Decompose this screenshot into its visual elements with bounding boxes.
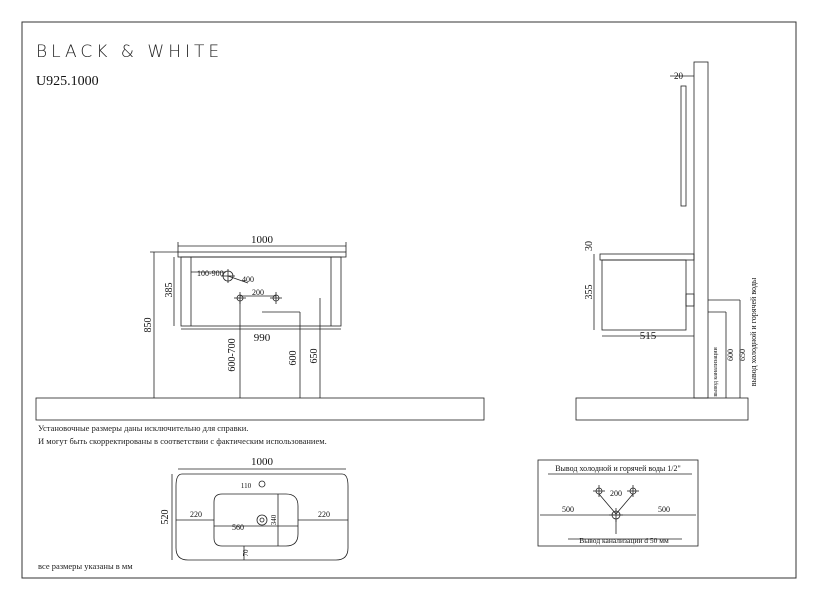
basin-drain (256, 514, 268, 526)
label-front-990: 990 (254, 332, 271, 344)
legend-title: Вывод холодной и горячей воды 1/2" (555, 464, 681, 473)
label-front-850: 850 (143, 318, 154, 333)
label-top-520: 520 (160, 510, 171, 525)
side-view (575, 61, 749, 421)
drawing-frame (21, 21, 797, 579)
side-mirror (680, 85, 687, 207)
front-cabinet (180, 256, 342, 327)
front-countertop (177, 251, 347, 258)
label-side-355: 355 (584, 285, 595, 300)
units-note: все размеры указаны в мм (38, 561, 133, 571)
label-front-range: 100-900 (197, 269, 224, 278)
label-front-400: 400 (242, 275, 254, 284)
label-side-650: 650 (738, 349, 747, 361)
label-side-drain: вывод канализации (713, 347, 719, 397)
label-side-515: 515 (640, 330, 657, 342)
label-side-water: вывод холодной и горячей воды (749, 277, 758, 386)
top-view (171, 468, 349, 561)
label-top-340: 340 (270, 514, 278, 525)
legend-box (537, 459, 699, 547)
label-top-110: 110 (241, 482, 252, 490)
label-top-1000: 1000 (251, 456, 274, 468)
outlet-legend (537, 459, 699, 547)
front-floor (35, 397, 485, 421)
label-side-20: 20 (674, 71, 684, 81)
brand-logo: BLACK & WHITE (36, 42, 224, 62)
label-front-1000: 1000 (251, 234, 274, 246)
label-front-650: 650 (309, 349, 320, 364)
front-view (35, 242, 485, 421)
legend-200: 200 (610, 489, 622, 498)
label-front-600: 600 (288, 351, 299, 366)
basin-outline (175, 473, 349, 561)
legend-drain-label: Вывод канализации d 50 мм (579, 536, 669, 545)
side-countertop (599, 253, 695, 261)
side-wall (693, 61, 709, 399)
label-front-200: 200 (252, 288, 264, 297)
legend-500-left: 500 (562, 505, 574, 514)
basin-bowl (213, 493, 299, 547)
label-top-70: 70 (242, 549, 250, 557)
label-front-600-700: 600-700 (227, 338, 238, 371)
label-side-600: 600 (726, 349, 735, 361)
label-top-220-right: 220 (318, 510, 330, 519)
label-side-30: 30 (584, 241, 595, 251)
legend-500-right: 500 (658, 505, 670, 514)
reference-note-line2: И могут быть скорректированы в соответст… (38, 436, 327, 446)
side-pipe-stub (685, 293, 695, 307)
side-cabinet (601, 259, 687, 331)
basin-tap-hole (258, 480, 266, 488)
model-number: U925.1000 (36, 74, 99, 89)
label-front-385: 385 (164, 283, 175, 298)
label-top-560: 560 (232, 523, 244, 532)
side-floor (575, 397, 749, 421)
reference-note-line1: Установочные размеры даны исключительно … (38, 423, 249, 433)
dimension-labels: 1000 990 100-900 400 200 385 850 600-700… (143, 71, 758, 557)
label-top-220-left: 220 (190, 510, 202, 519)
